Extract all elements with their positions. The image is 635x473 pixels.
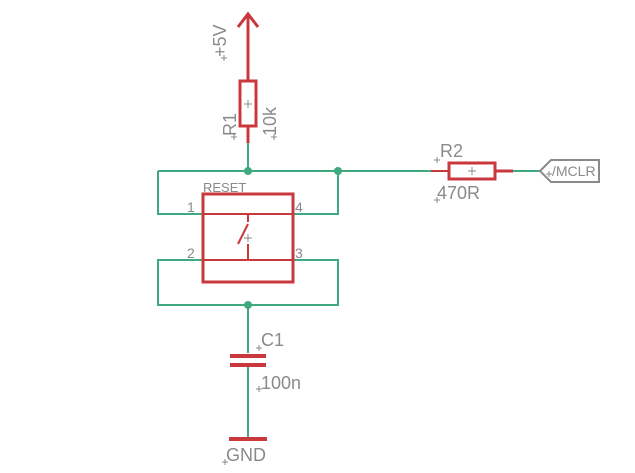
mclr-label: /MCLR bbox=[552, 163, 596, 179]
supply-symbol bbox=[236, 11, 260, 80]
pin-1-label: 1 bbox=[187, 199, 195, 215]
wire-top-left-loop bbox=[157, 171, 203, 215]
pin-4-label: 4 bbox=[295, 199, 303, 215]
switch-name-label: RESET bbox=[203, 180, 246, 195]
wire-top-right-loop bbox=[293, 171, 339, 215]
mclr-net-label bbox=[538, 159, 600, 183]
origin-marks bbox=[221, 55, 552, 465]
c1-name-label: C1 bbox=[261, 330, 284, 350]
junction-dot bbox=[244, 301, 252, 309]
supply-label: +5V bbox=[210, 24, 230, 57]
ground-label: GND bbox=[226, 445, 266, 465]
r2-value-label: 470R bbox=[437, 183, 480, 203]
reset-switch bbox=[201, 192, 295, 284]
pin-3-label: 3 bbox=[295, 245, 303, 261]
junctions bbox=[244, 167, 342, 309]
pin-2-label: 2 bbox=[187, 245, 195, 261]
components bbox=[201, 11, 513, 441]
r1-resistor bbox=[238, 79, 258, 143]
junction-dot bbox=[334, 167, 342, 175]
c1-value-label: 100n bbox=[261, 373, 301, 393]
r1-name-label: R1 bbox=[220, 113, 240, 136]
r2-name-label: R2 bbox=[440, 141, 463, 161]
junction-dot bbox=[244, 167, 252, 175]
c1-capacitor bbox=[230, 354, 266, 367]
r1-value-label: 10k bbox=[260, 106, 280, 136]
r2-resistor bbox=[431, 161, 513, 181]
